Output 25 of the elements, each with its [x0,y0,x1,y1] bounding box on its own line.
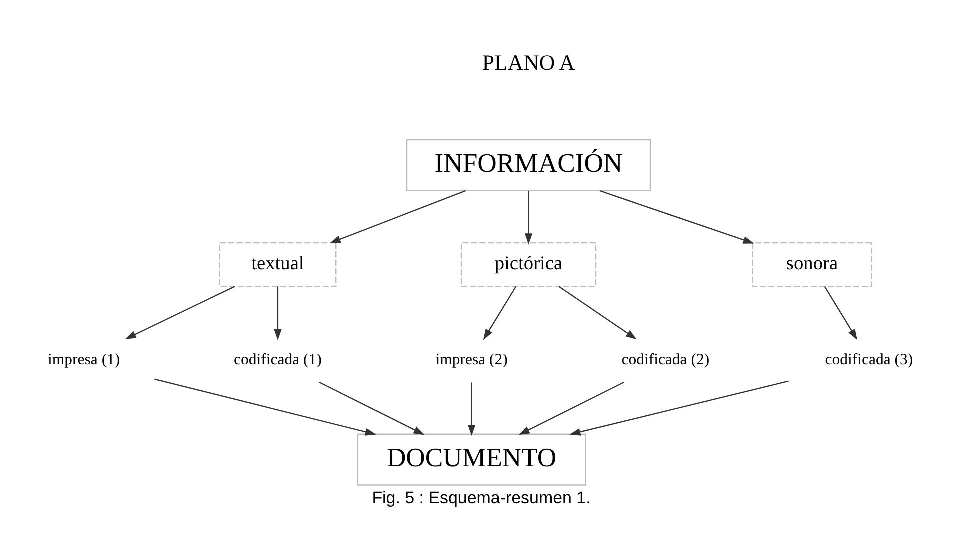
arrow [482,286,516,340]
arrow [599,190,754,244]
node-text: impresa (2) [435,352,508,369]
node-box: pictórica [460,242,596,288]
arrow [467,382,476,436]
node-box: DOCUMENTO [356,434,586,486]
node-box: INFORMACIÓN [406,139,651,192]
diagram-title: PLANO A [482,51,575,76]
arrow [518,382,624,436]
node-box: textual [218,242,336,288]
arrow [824,286,858,340]
caption: Fig. 5 : Esquema-resumen 1. [372,488,590,508]
arrow [124,286,235,340]
arrow [558,286,636,340]
arrow [274,286,282,340]
node-text: impresa (1) [48,352,120,369]
arrow [318,382,424,436]
node-box: sonora [752,242,872,288]
node-text: codificada (3) [824,352,913,369]
arrow [524,191,532,245]
node-text: codificada (2) [621,352,710,369]
node-text: codificada (1) [234,352,322,369]
arrow [329,190,466,244]
arrow [569,380,788,436]
arrow [154,378,376,436]
